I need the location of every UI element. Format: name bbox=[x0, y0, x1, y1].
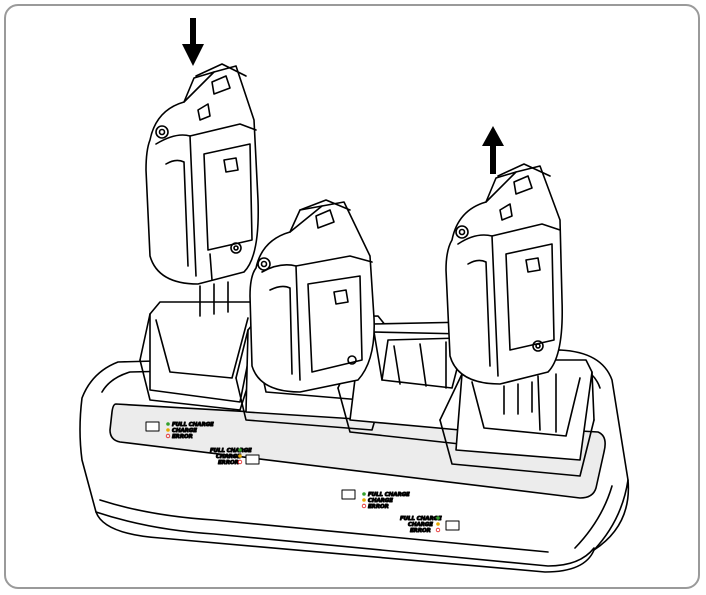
error-label: ERROR bbox=[368, 504, 389, 510]
led-panel-bay-4: FULL CHARGE CHARGE ERROR bbox=[400, 516, 460, 535]
charge-led bbox=[362, 498, 366, 502]
full-charge-label: FULL CHARGE bbox=[172, 422, 214, 428]
status-window bbox=[245, 454, 260, 465]
led-panel-bay-3: FULL CHARGE CHARGE ERROR bbox=[341, 489, 411, 511]
status-window bbox=[341, 489, 356, 500]
full-charge-led bbox=[436, 516, 440, 520]
error-led bbox=[361, 503, 367, 509]
charging-cup-bay-4 bbox=[439, 359, 595, 477]
full-charge-label: FULL CHARGE bbox=[210, 448, 252, 454]
full-charge-label: FULL CHARGE bbox=[368, 492, 410, 498]
printer-bay-1-inserting bbox=[145, 63, 260, 317]
charge-led bbox=[238, 454, 242, 458]
up-arrow-icon bbox=[482, 126, 504, 174]
error-label: ERROR bbox=[410, 528, 431, 534]
down-arrow-icon bbox=[182, 18, 204, 66]
error-label: ERROR bbox=[218, 460, 239, 466]
full-charge-led bbox=[166, 422, 170, 426]
charge-label: CHARGE bbox=[216, 454, 241, 460]
charge-led bbox=[436, 522, 440, 526]
error-label: ERROR bbox=[172, 434, 193, 440]
charge-led bbox=[166, 428, 170, 432]
full-charge-label: FULL CHARGE bbox=[400, 516, 442, 522]
error-led bbox=[165, 433, 171, 439]
charge-label: CHARGE bbox=[172, 428, 197, 434]
printer-bay-2-docked bbox=[249, 199, 375, 393]
led-panel-bay-1: FULL CHARGE CHARGE ERROR bbox=[145, 421, 215, 441]
printer-bay-4-removing bbox=[445, 163, 564, 415]
charge-label: CHARGE bbox=[408, 522, 433, 528]
status-window bbox=[145, 421, 160, 432]
error-led bbox=[237, 459, 243, 465]
error-led bbox=[435, 527, 441, 533]
led-panel-bay-2: FULL CHARGE CHARGE ERROR bbox=[210, 448, 260, 467]
full-charge-led bbox=[362, 492, 366, 496]
charge-label: CHARGE bbox=[368, 498, 393, 504]
status-window bbox=[445, 520, 460, 531]
full-charge-led bbox=[238, 448, 242, 452]
